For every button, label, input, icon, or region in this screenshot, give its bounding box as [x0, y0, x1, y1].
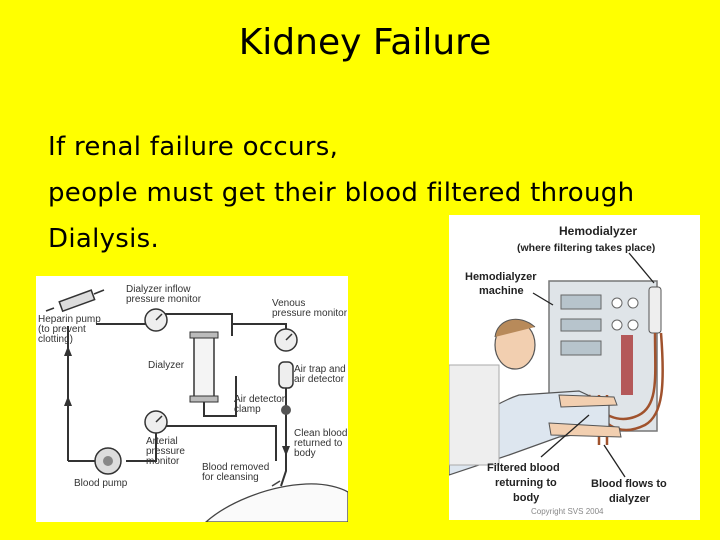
dialyzer-icon [190, 332, 218, 402]
hemodialyzer-sub-label: (where filtering takes place) [517, 242, 655, 254]
patient-illustration: Hemodialyzer (where filtering takes plac… [449, 215, 700, 520]
hemodialyzer-canister-icon [649, 287, 661, 333]
copyright-text: Copyright SVS 2004 [531, 507, 604, 516]
blood-pump-icon [95, 448, 121, 474]
venous-pressure-gauge-icon [275, 329, 297, 351]
clamp-icon [281, 405, 291, 415]
hemodialysis-patient-illustration: Hemodialyzer (where filtering takes plac… [449, 215, 700, 520]
body-line: people must get their blood filtered thr… [48, 170, 688, 216]
dialyzer-label: Dialyzer [148, 360, 185, 371]
syringe-icon [46, 290, 104, 311]
slide-title: Kidney Failure [0, 22, 720, 63]
arm-illustration [206, 481, 348, 522]
hemodialyzer-label: Hemodialyzer [559, 224, 637, 238]
blood-pump-label: Blood pump [74, 478, 128, 489]
arterial-pressure-gauge-icon [145, 411, 167, 433]
inflow-pressure-gauge-icon [145, 309, 167, 331]
body-line: If renal failure occurs, [48, 124, 688, 170]
air-trap-icon [279, 362, 293, 388]
